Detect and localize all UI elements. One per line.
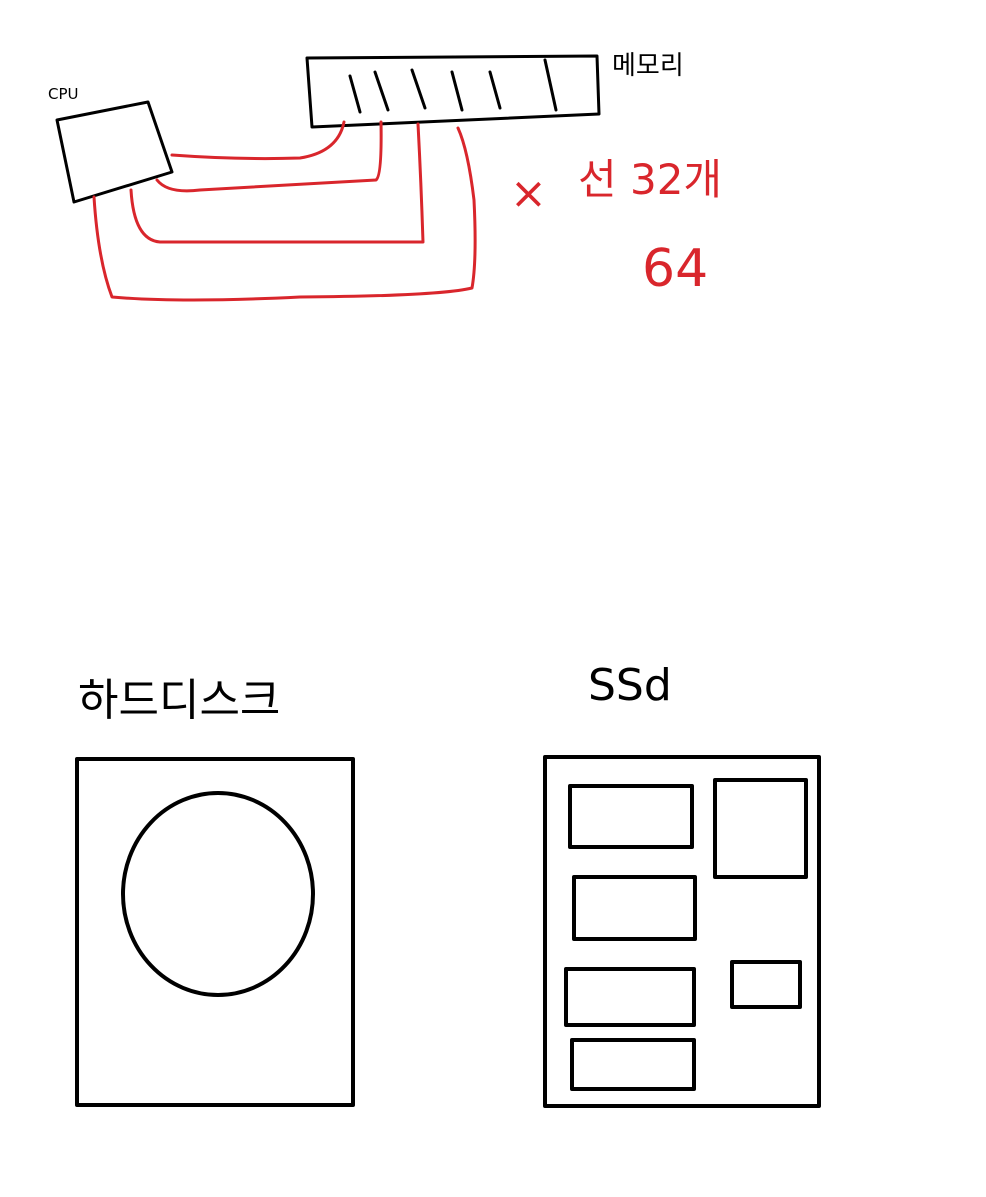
ssd-cache-chip: [730, 960, 802, 1009]
ssd-case: [543, 755, 821, 1108]
cpu-block: CPU: [48, 85, 174, 204]
bus-wire: [155, 120, 383, 193]
wire-count-label: 선 32개: [578, 155, 722, 204]
memory-block: 메모리: [305, 51, 684, 129]
memory-cell-divider: [450, 70, 464, 112]
bus-wires: [92, 120, 477, 302]
hard-disk-platter: [121, 791, 315, 997]
memory-label: 메모리: [612, 51, 684, 81]
ssd-label: SSd: [588, 660, 672, 711]
ssd-block: SSd: [543, 660, 821, 1108]
cpu-box: [55, 100, 174, 204]
cpu-label: CPU: [48, 85, 79, 103]
hard-disk-case: [75, 757, 355, 1107]
ssd-chip: [570, 1038, 696, 1091]
bus-wire: [92, 126, 477, 302]
wire-count-annotation: × 선 32개 64: [510, 155, 722, 299]
bus-wire: [170, 120, 346, 161]
bus-wire: [129, 122, 425, 244]
ssd-chip: [572, 875, 697, 941]
ssd-controller-chip: [713, 778, 808, 879]
ssd-chip: [568, 784, 694, 849]
memory-cell-divider: [348, 74, 362, 114]
memory-cell-divider: [410, 68, 427, 110]
multiply-sign: ×: [510, 168, 547, 219]
memory-cell-divider: [543, 58, 558, 112]
alt-wire-count: 64: [642, 239, 708, 299]
ssd-chip: [564, 967, 696, 1027]
hard-disk-block: 하드디스크: [75, 675, 355, 1107]
memory-box: [305, 54, 601, 129]
memory-cell-divider: [488, 70, 502, 110]
memory-cell-divider: [373, 70, 390, 112]
hard-disk-label: 하드디스크: [78, 675, 280, 726]
